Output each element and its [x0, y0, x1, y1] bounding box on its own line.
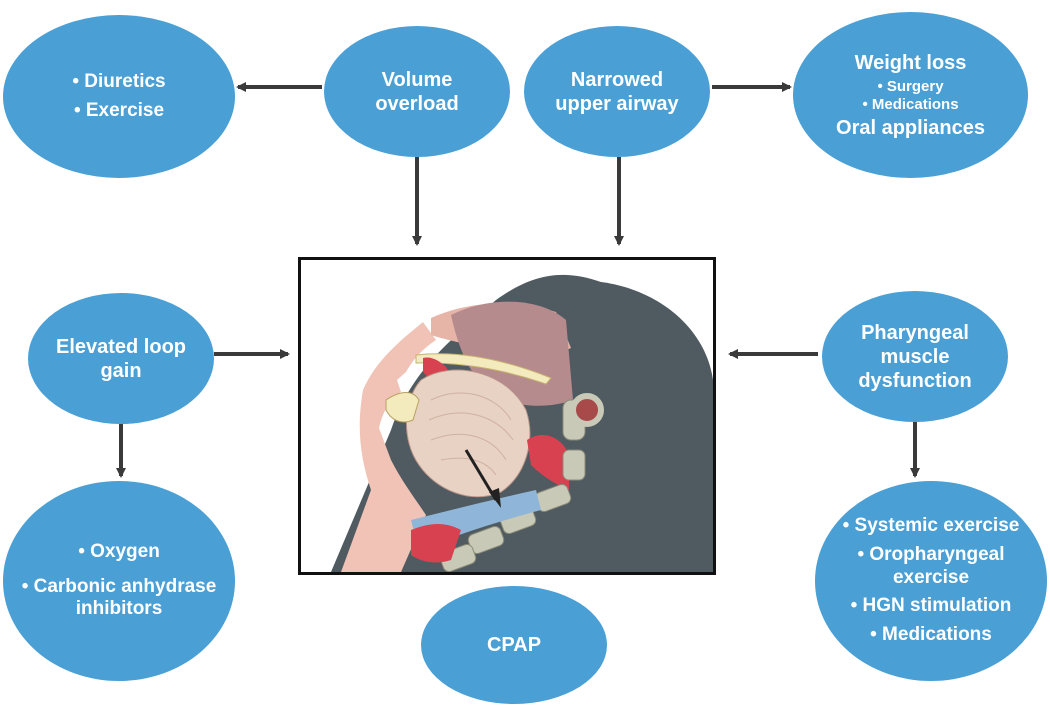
node-text: CPAP [486, 634, 542, 656]
node-text: Narrowed [570, 68, 664, 91]
upper-airway-illustration [331, 274, 713, 572]
node-text: exercise [892, 566, 970, 588]
jaw-bone [385, 392, 420, 423]
node-elevated-loop-gain: Elevated loop gain [28, 293, 214, 424]
node-text: Volume [381, 68, 453, 91]
node-text: • Medications [870, 624, 992, 646]
node-volume-overload: Volume overload [324, 26, 510, 157]
node-weight-loss: Weight loss • Surgery • Medications Oral… [793, 12, 1028, 178]
collapse-arrow-head [489, 488, 501, 508]
node-text: • Systemic exercise [842, 515, 1020, 536]
node-systemic-exercise: • Systemic exercise • Oropharyngeal exer… [815, 481, 1047, 681]
node-text: • Oxygen [78, 540, 160, 562]
node-text: dysfunction [858, 369, 972, 392]
node-text: • Carbonic anhydrase [21, 575, 217, 597]
node-subitem: • Medications [862, 95, 959, 113]
node-cpap: CPAP [421, 586, 607, 704]
node-text: overload [375, 92, 459, 115]
node-text: Elevated loop [55, 335, 187, 358]
node-title: Weight loss [854, 51, 967, 74]
face-soft-tissue [341, 322, 436, 572]
node-text: Pharyngeal [861, 321, 969, 344]
larynx-red [411, 524, 461, 563]
node-text: • Diuretics [72, 70, 166, 92]
node-text: gain [100, 359, 142, 382]
tongue [406, 369, 531, 498]
node-text: • HGN stimulation [850, 595, 1012, 617]
node-text: muscle [880, 345, 950, 368]
node-text: • Oropharyngeal [857, 543, 1005, 565]
skull-base-ring [570, 393, 604, 427]
node-footer: Oral appliances [836, 116, 985, 139]
node-text: • Exercise [73, 99, 165, 121]
node-narrowed-upper-airway: Narrowed upper airway [524, 26, 710, 157]
hard-palate [415, 353, 552, 385]
node-oxygen: • Oxygen • Carbonic anhydrase inhibitors [3, 481, 235, 681]
node-subitem: • Surgery [877, 77, 944, 95]
node-diuretics-exercise: • Diuretics • Exercise [3, 15, 235, 178]
airway-illustration-frame [298, 257, 716, 575]
node-text: inhibitors [75, 598, 163, 620]
oropharynx-red [527, 435, 569, 490]
node-text: upper airway [555, 92, 679, 115]
head-back-shape [561, 282, 713, 519]
node-pharyngeal-dysfunction: Pharyngeal muscle dysfunction [822, 291, 1008, 422]
